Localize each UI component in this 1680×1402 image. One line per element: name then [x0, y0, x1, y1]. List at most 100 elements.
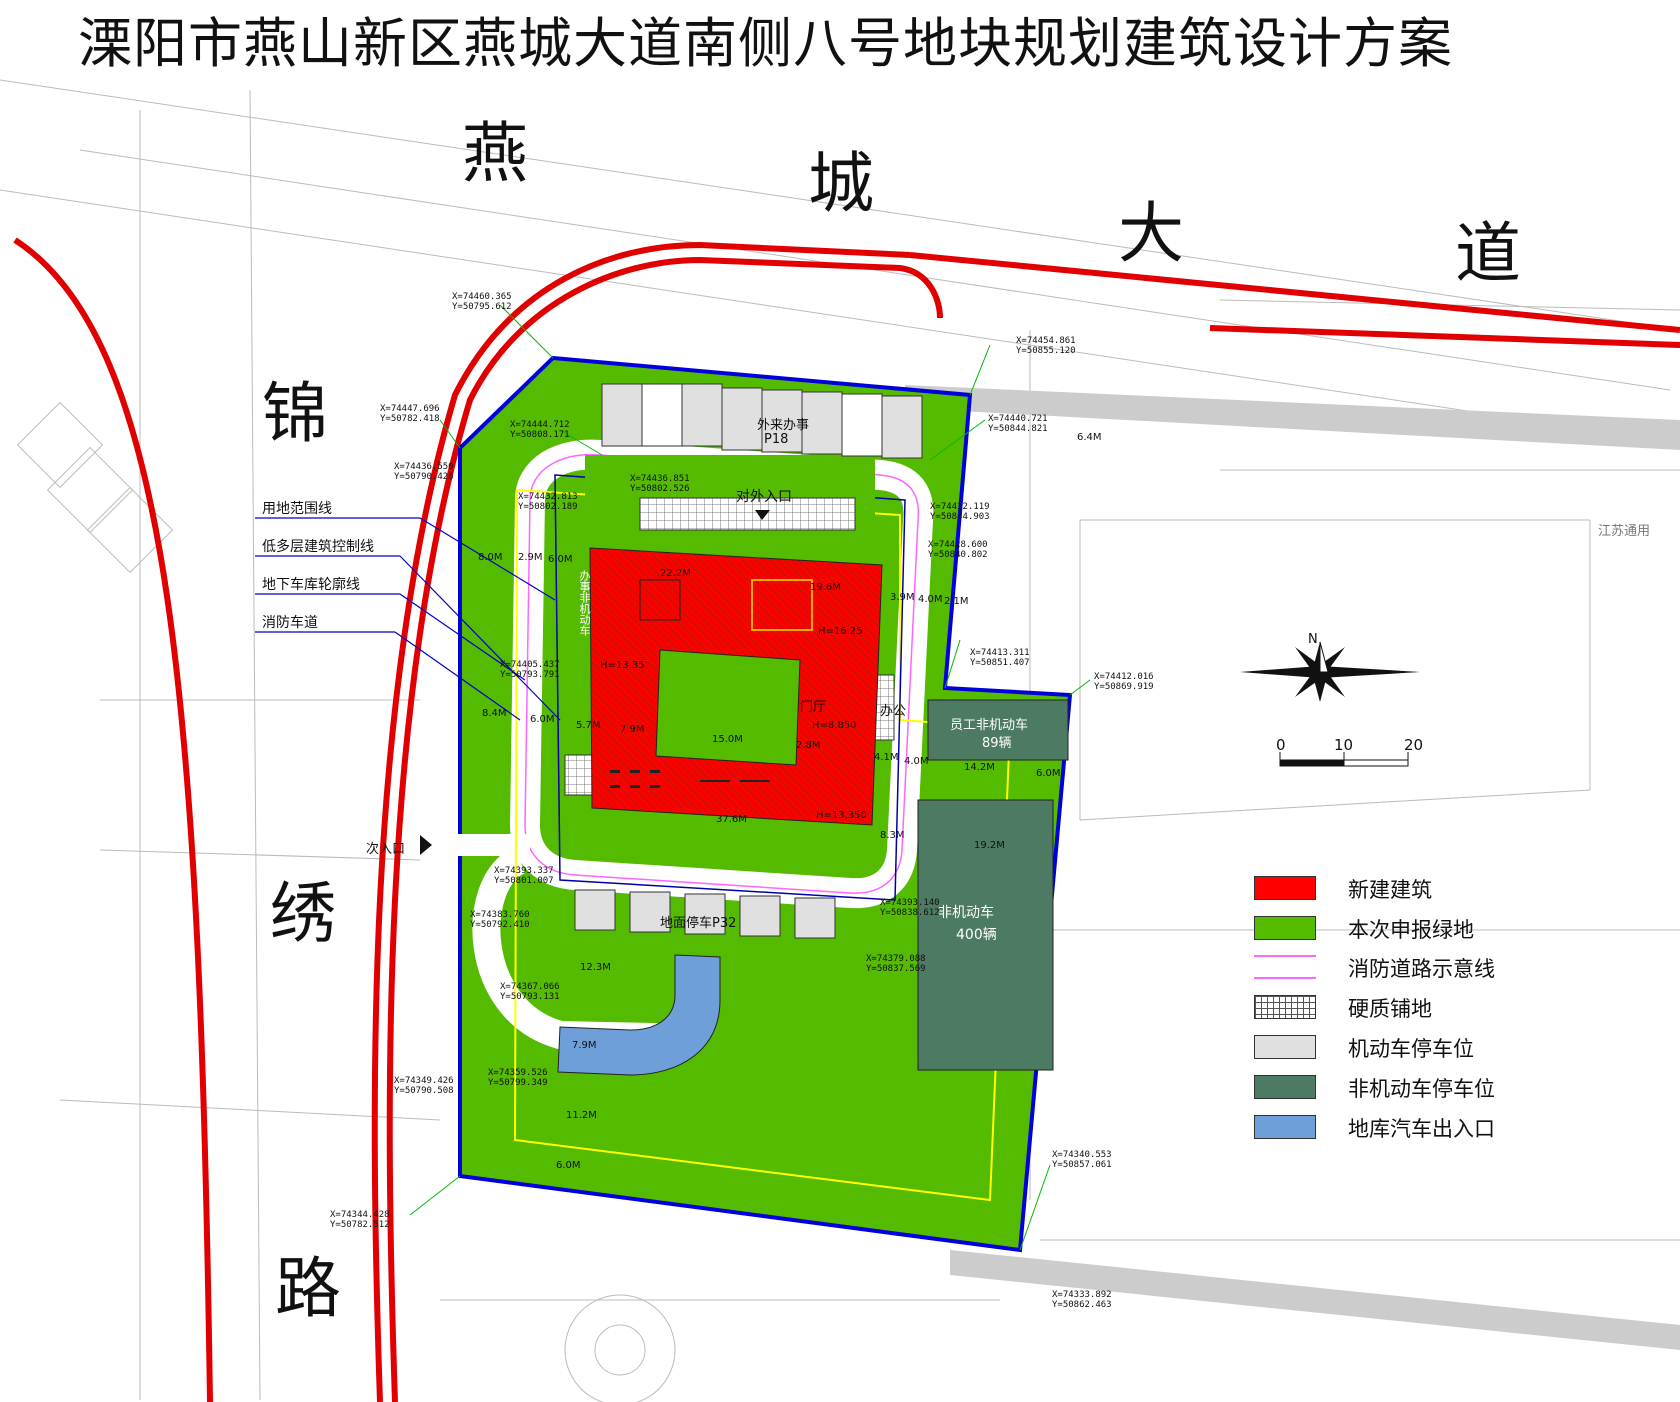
office-label: 办公 — [880, 704, 907, 719]
legend-swatch-fire-road — [1254, 955, 1316, 979]
road-band-east — [905, 385, 1680, 450]
coord-value: Y=50855.120 — [1016, 346, 1076, 356]
height-4: H=13.35 — [600, 660, 645, 671]
coord-value: X=74428.600 — [928, 540, 988, 550]
neighbor-label: 江苏通用 — [1598, 524, 1651, 539]
road-west-char-1: 锦 — [262, 375, 328, 452]
coord-leaders — [409, 304, 1091, 1251]
line-label-fire: 消防车道 — [262, 615, 318, 631]
dim-17: 14.2M — [964, 762, 995, 773]
visitor-parking-label: 外来办事 — [757, 418, 810, 433]
building-atrium — [751, 579, 813, 631]
legend-label-building: 新建建筑 — [1348, 878, 1432, 902]
coord-value: Y=50799.349 — [488, 1078, 548, 1088]
scale-tick-10: 10 — [1334, 736, 1354, 754]
dim-21: 19.2M — [974, 840, 1005, 851]
dim-6: 3.9M — [890, 592, 915, 603]
scale-bar — [1279, 752, 1409, 767]
coord-value: Y=50840.802 — [928, 550, 988, 560]
dim-18: 6.0M — [1036, 768, 1061, 779]
vertical-label: 办事非机动车 — [578, 570, 591, 636]
dim-3: 6.0M — [548, 554, 573, 565]
coord-value: X=74349.426 — [394, 1076, 454, 1086]
ground-parking-spaces — [574, 889, 836, 939]
line-label-boundary: 用地范围线 — [262, 501, 332, 517]
road-north-char-4: 道 — [1455, 215, 1521, 292]
dim-22: 12.3M — [580, 962, 611, 973]
coord-value: Y=50808.171 — [510, 430, 570, 440]
road-band-south — [950, 1250, 1680, 1350]
building-courtyard — [655, 649, 801, 766]
dim-13: 15.0M — [712, 734, 743, 745]
legend-label-bike-parking: 非机动车停车位 — [1348, 1077, 1495, 1101]
dim-4: 22.2M — [660, 568, 691, 579]
coord-value: X=74383.760 — [470, 910, 530, 920]
dim-16: 4.0M — [904, 756, 929, 767]
coord-value: X=74413.311 — [970, 648, 1030, 658]
coord-value: Y=50844.903 — [930, 512, 990, 522]
fire-road-width: 6.4M — [1077, 432, 1102, 443]
coord-value: X=74340.553 — [1052, 1150, 1112, 1160]
road-north-char-3: 大 — [1118, 195, 1184, 272]
scale-tick-0: 0 — [1276, 736, 1286, 754]
coord-value: X=74454.861 — [1016, 336, 1076, 346]
visitor-parking-spaces — [601, 383, 923, 459]
coord-value: X=74432.119 — [930, 502, 990, 512]
legend-swatch-bike-parking — [1254, 1075, 1316, 1099]
legend-label-garage-ramp: 地库汽车出入口 — [1348, 1117, 1495, 1141]
coord-value: X=74444.712 — [510, 420, 570, 430]
legend-label-paving: 硬质铺地 — [1348, 997, 1432, 1021]
coord-value: X=74344.428 — [330, 1210, 390, 1220]
dim-9: 8.4M — [482, 708, 507, 719]
map-title: 溧阳市燕山新区燕城大道南侧八号地块规划建筑设计方案 — [78, 12, 1453, 75]
legend-label-fire-road: 消防道路示意线 — [1348, 957, 1495, 981]
secondary-entrance-label: 次入口 — [366, 842, 406, 857]
dim-19: 37.6M — [716, 814, 747, 825]
coord-value: Y=50851.407 — [970, 658, 1030, 668]
coord-value: Y=50790.426 — [394, 472, 454, 482]
dim-15: 4.1M — [874, 752, 899, 763]
coord-value: X=74412.016 — [1094, 672, 1154, 682]
legend-swatch-building — [1254, 876, 1316, 900]
bike-count: 400辆 — [956, 927, 997, 943]
coord-value: X=74379.088 — [866, 954, 926, 964]
coord-value: X=74333.892 — [1052, 1290, 1112, 1300]
dim-5: 19.6M — [810, 582, 841, 593]
dim-14: 2.8M — [796, 740, 821, 751]
line-label-control: 低多层建筑控制线 — [262, 539, 374, 555]
staff-bike-count: 89辆 — [982, 736, 1012, 751]
dim-12: 7.9M — [620, 724, 645, 735]
north-label: N — [1308, 632, 1318, 647]
legend-swatch-car-parking — [1254, 1035, 1316, 1059]
entrance-arrow — [755, 510, 770, 520]
scale-tick-20: 20 — [1404, 736, 1424, 754]
legend-label-green: 本次申报绿地 — [1348, 918, 1474, 942]
dim-2: 2.9M — [518, 552, 543, 563]
coord-value: X=74460.365 — [452, 292, 512, 302]
coord-value: X=74436.851 — [630, 474, 690, 484]
coord-value: Y=50862.463 — [1052, 1300, 1112, 1310]
coord-value: Y=50795.612 — [452, 302, 512, 312]
coord-value: X=74436.550 — [394, 462, 454, 472]
height-1: H=16.25 — [818, 626, 863, 637]
coord-value: Y=50790.508 — [394, 1086, 454, 1096]
line-label-garage: 地下车库轮廓线 — [262, 577, 360, 593]
legend-swatch-garage-ramp — [1254, 1115, 1316, 1139]
garage-ramp — [557, 954, 721, 1076]
